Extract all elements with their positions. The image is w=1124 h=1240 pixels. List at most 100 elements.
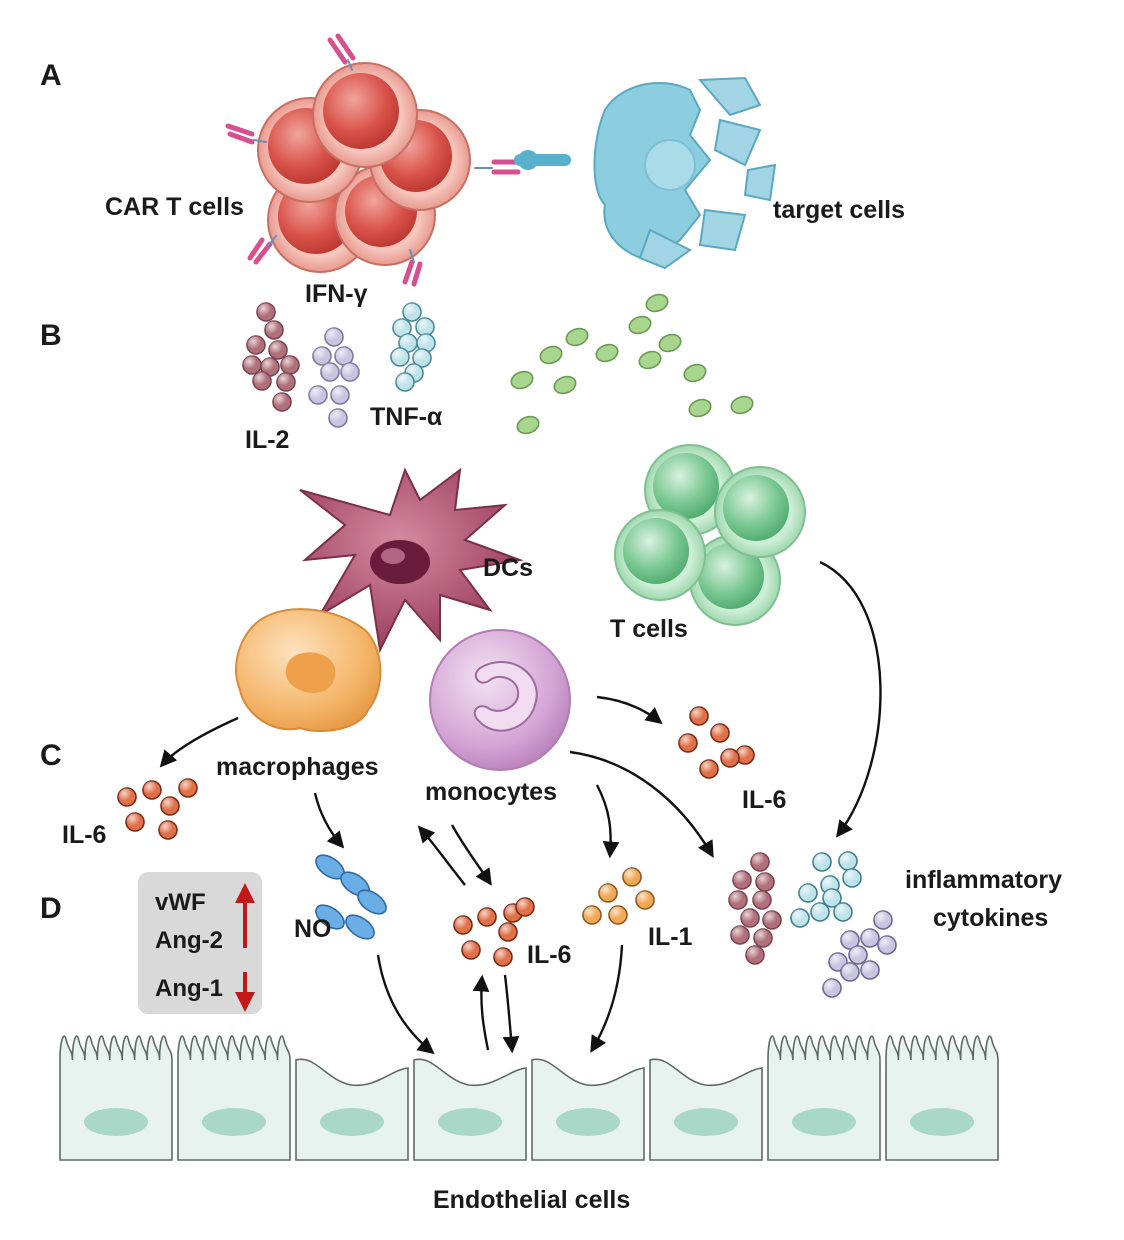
markers-box: vWF Ang-2 Ang-1 (138, 872, 262, 1014)
monocytes-label: monocytes (425, 778, 557, 806)
arrow-il6-to-monocyte (417, 825, 466, 886)
il6-molecule (178, 778, 198, 798)
il6-molecule (461, 940, 481, 960)
ifn-gamma-molecule (324, 327, 344, 347)
ifn-gamma-molecule (308, 385, 328, 405)
inflammatory-cytokine-molecule (840, 930, 860, 950)
panel-label-a: A (40, 59, 62, 92)
car-t-cells-label: CAR T cells (105, 193, 244, 221)
il1-molecule (598, 883, 618, 903)
il6-molecule (142, 780, 162, 800)
il6-molecule (678, 733, 698, 753)
endothelial-layer (59, 1035, 999, 1161)
green-cytokine-molecule (730, 395, 754, 415)
il1-molecule (622, 867, 642, 887)
green-cytokine-molecule (539, 345, 563, 365)
il2-molecule (242, 355, 262, 375)
inflammatory-cytokine-molecule (833, 902, 853, 922)
inflammatory-cytokine-molecule (860, 960, 880, 980)
ifn-gamma-molecule (340, 362, 360, 382)
marker-ang2-label: Ang-2 (155, 927, 223, 954)
inflammatory-cytokine-molecule (730, 925, 750, 945)
target-cells-label: target cells (773, 196, 905, 224)
green-cytokine-molecule (688, 398, 712, 418)
il6-left-label: IL-6 (62, 821, 106, 849)
green-cytokine-molecule (628, 315, 652, 335)
endothelial-nucleus (84, 1108, 148, 1136)
panel-label-c: C (40, 739, 62, 772)
endothelial-cell (649, 1058, 763, 1161)
car-receptor-icon (327, 33, 356, 71)
endothelial-cell (413, 1058, 527, 1161)
tnf-alpha-molecule (390, 347, 410, 367)
inflammatory-cytokine-molecule (752, 890, 772, 910)
endothelial-cells-label: Endothelial cells (433, 1186, 630, 1214)
il1-molecule (582, 905, 602, 925)
green-cytokine-molecule (553, 375, 577, 395)
il6-molecule (710, 723, 730, 743)
t-cell-cluster (614, 444, 806, 626)
macrophage (235, 608, 382, 732)
green-cytokine-molecule (516, 415, 540, 435)
ifn-gamma-molecule (328, 408, 348, 428)
target-cell (514, 76, 777, 270)
car-receptor-icon (402, 249, 423, 287)
inflammatory-cytokine-molecule (762, 910, 782, 930)
monocyte (429, 629, 571, 771)
no-molecule (315, 904, 345, 930)
endothelial-nucleus (320, 1108, 384, 1136)
inflammatory-cytokine-molecule (728, 890, 748, 910)
il6-molecule (117, 787, 137, 807)
endothelial-nucleus (910, 1108, 974, 1136)
il2-molecule (260, 357, 280, 377)
arrow-il6-to-endothelium (502, 974, 520, 1054)
inflammatory-cytokine-molecule (877, 935, 897, 955)
endothelial-cell (531, 1058, 645, 1161)
ifn-gamma-label: IFN-γ (305, 280, 368, 308)
green-cytokine-molecule (683, 363, 707, 383)
inflammatory-cytokine-molecule (822, 978, 842, 998)
ifn-gamma-molecule (320, 362, 340, 382)
il6-molecule (689, 706, 709, 726)
endothelial-nucleus (202, 1108, 266, 1136)
il6-molecule (498, 922, 518, 942)
il2-molecule (264, 320, 284, 340)
arrow-macrophage-to-no (313, 792, 345, 849)
endothelial-nucleus (556, 1108, 620, 1136)
il6-molecule (720, 748, 740, 768)
cytokine-cluster-b (242, 302, 436, 428)
inflammatory-cytokine-molecule (755, 872, 775, 892)
tnf-alpha-molecule (402, 302, 422, 322)
inflammatory-cytokine-molecule (740, 908, 760, 928)
car-t-cell-cluster (225, 33, 521, 287)
green-cytokine-molecule (565, 327, 589, 347)
il6-molecule (125, 812, 145, 832)
tnf-alpha-molecule (392, 318, 412, 338)
car-receptor-icon (247, 235, 277, 265)
car-receptor-icon (474, 159, 521, 175)
il1-molecule (635, 890, 655, 910)
green-cytokine-molecule (510, 370, 534, 390)
inflammatory-cytokine-molecule (745, 945, 765, 965)
arrow-tcells-to-cytokines (819, 560, 882, 838)
arrow-monocyte-to-il6-center (450, 824, 492, 886)
endothelial-nucleus (792, 1108, 856, 1136)
dcs-label: DCs (483, 554, 533, 582)
il6-molecule (160, 796, 180, 816)
inflammatory-cytokine-molecule (838, 851, 858, 871)
il2-molecule (276, 372, 296, 392)
no-molecule (357, 889, 387, 915)
inflammatory-cytokine-molecule (732, 870, 752, 890)
car-t-cell (312, 62, 418, 168)
green-cytokine-molecule (645, 293, 669, 313)
inflammatory-label-line2: cytokines (933, 904, 1048, 932)
t-cell (714, 466, 806, 558)
panel-label-d: D (40, 892, 62, 925)
il6-molecule (735, 745, 755, 765)
endothelial-cell (177, 1035, 291, 1161)
inflammatory-cytokine-molecule (822, 888, 842, 908)
arrows (159, 560, 882, 1055)
endothelial-nucleus (674, 1108, 738, 1136)
il1-label: IL-1 (648, 923, 693, 951)
released-cytokines (510, 293, 754, 435)
